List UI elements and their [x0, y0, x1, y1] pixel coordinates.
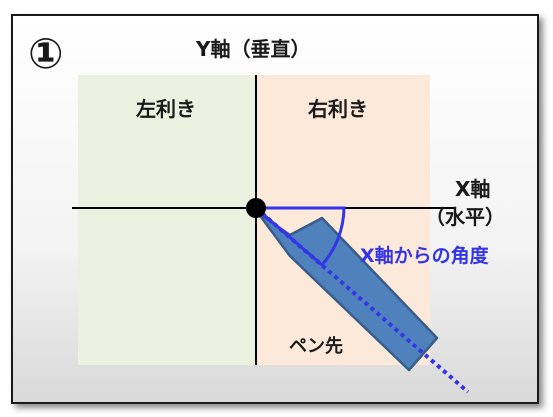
y-axis-label: Y軸（垂直） [195, 37, 310, 61]
step-number: ① [28, 29, 64, 78]
x-axis-label-line2: （水平） [425, 205, 505, 229]
right-quadrant-label: 右利き [308, 97, 368, 121]
angle-label: X軸からの角度 [360, 244, 490, 267]
pen-direction-dotted-line [254, 206, 470, 394]
pen-tip-label: ペン先 [289, 335, 343, 357]
origin-point [246, 198, 266, 218]
left-quadrant [78, 75, 256, 365]
left-quadrant-label: 左利き [136, 97, 196, 121]
angle-wedge [251, 206, 346, 268]
x-axis-label-line1: X軸 [455, 177, 490, 201]
